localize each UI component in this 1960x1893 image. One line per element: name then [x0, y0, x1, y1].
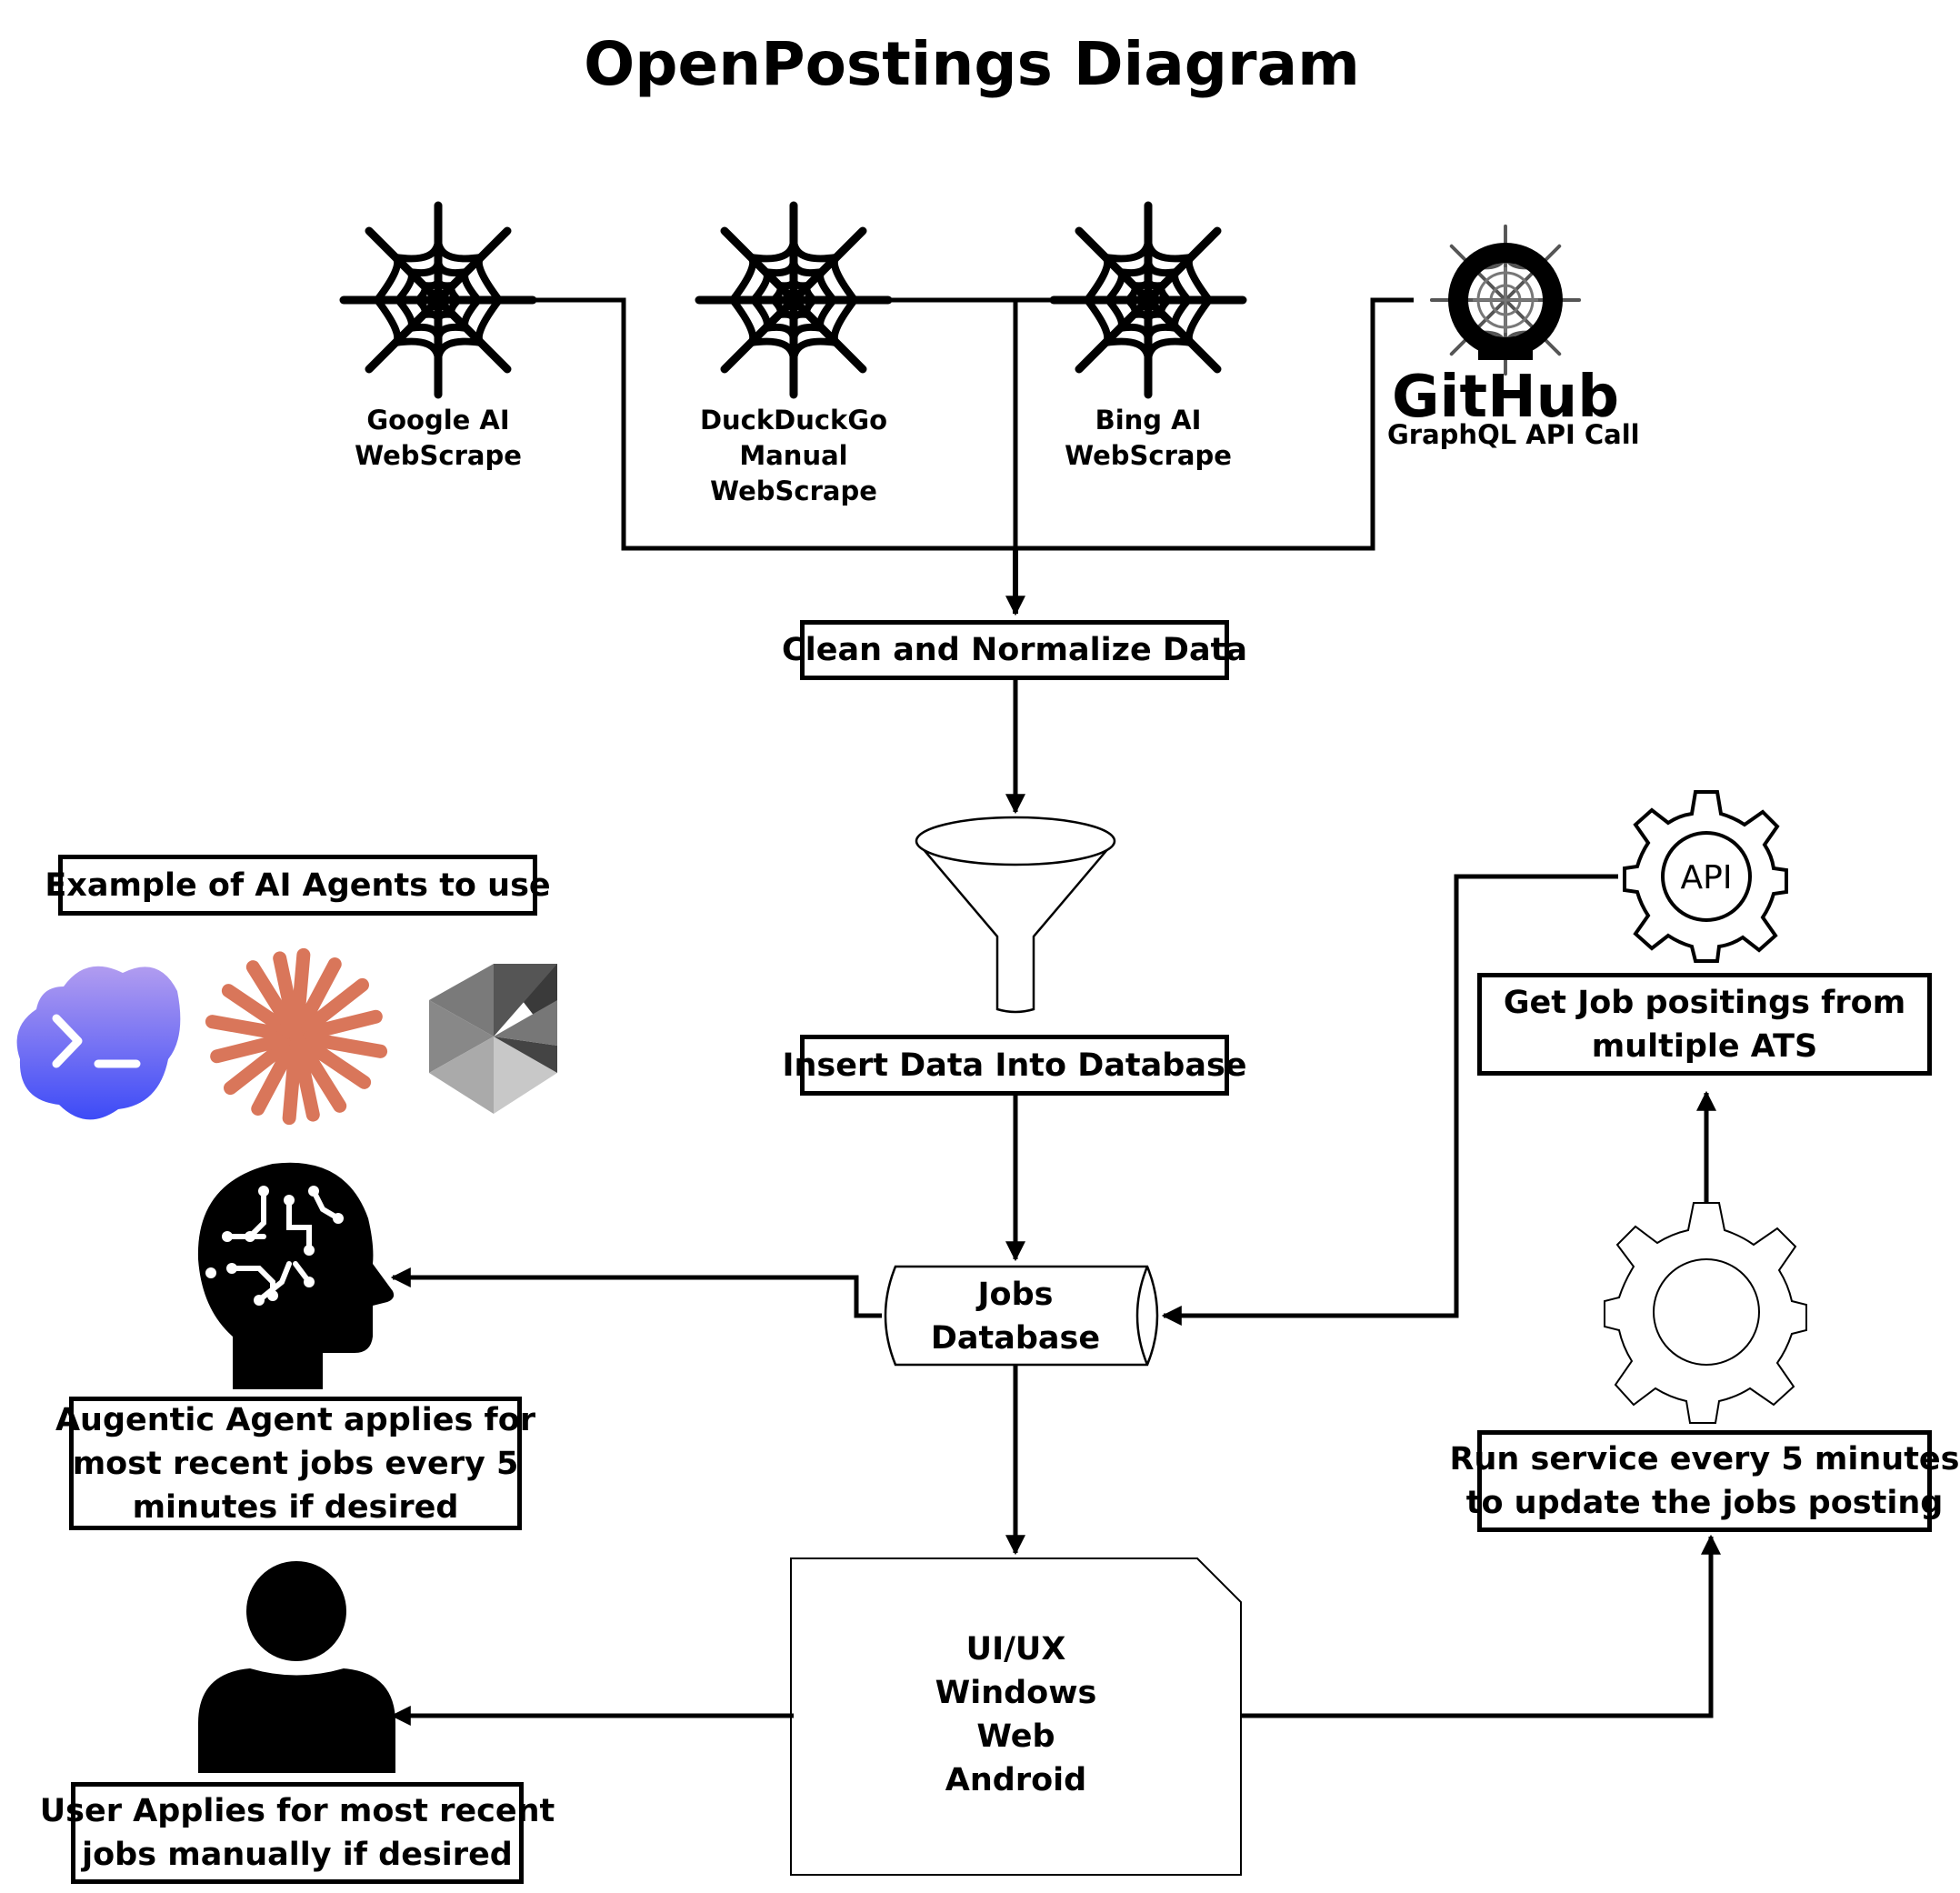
person-icon — [198, 1561, 395, 1773]
source-label-duckduckgo: DuckDuckGo Manual WebScrape — [694, 403, 894, 509]
insert-data-label: Insert Data Into Database — [782, 1047, 1247, 1084]
ats-caption-line: multiple ATS — [1591, 1027, 1818, 1065]
source-label-line: Bing AI — [1095, 405, 1202, 436]
arrow-api-to-database — [1161, 874, 1618, 1326]
source-label-line: Manual — [739, 440, 848, 471]
ats-caption-line: Get Job positings from — [1503, 984, 1906, 1021]
spider-web-icon — [699, 205, 888, 395]
insert-data-box: Insert Data Into Database — [782, 1035, 1247, 1096]
source-label-line: WebScrape — [710, 476, 877, 506]
ui-platforms-label: UI/UX Windows Web Android — [791, 1628, 1241, 1802]
ui-document-shape — [790, 1557, 1242, 1876]
arrow-to-service — [1241, 1534, 1721, 1718]
service-caption-box: Run service every 5 minutes to update th… — [1450, 1430, 1960, 1532]
user-caption-box: User Applies for most recent jobs manual… — [40, 1782, 555, 1884]
user-caption-line: jobs manually if desired — [82, 1837, 513, 1873]
clean-normalize-box: Clean and Normalize Data — [782, 620, 1247, 680]
service-caption-line: Run service every 5 minutes — [1449, 1441, 1960, 1477]
api-gear-icon: API — [1623, 790, 1788, 963]
github-logo-icon: GitHub — [1392, 224, 1619, 431]
ui-platform-line: Windows — [935, 1675, 1097, 1711]
source-label-line: WebScrape — [355, 440, 522, 471]
user-caption-line: User Applies for most recent — [39, 1793, 555, 1829]
funnel-icon — [915, 816, 1116, 1014]
source-label-google: Google AI WebScrape — [347, 403, 529, 474]
jobs-database-shape — [884, 1265, 1159, 1367]
ui-platform-line: UI/UX — [965, 1631, 1066, 1668]
source-label-bing: Bing AI WebScrape — [1057, 403, 1239, 474]
jobs-database-label: Jobs Database — [895, 1273, 1135, 1360]
ats-caption-box: Get Job positings from multiple ATS — [1477, 973, 1932, 1076]
cube-icon — [429, 964, 557, 1114]
database-line: Database — [930, 1320, 1101, 1357]
service-caption-line: to update the jobs posting — [1465, 1485, 1944, 1521]
source-label-github: GraphQL API Call — [1387, 419, 1640, 450]
brain-circuit-head-icon — [197, 1162, 395, 1389]
api-label: API — [1681, 859, 1733, 896]
gear-icon — [1604, 1202, 1807, 1424]
ui-platform-line: Android — [945, 1762, 1087, 1798]
source-label-line: Google AI — [366, 405, 510, 436]
source-label-line: WebScrape — [1065, 440, 1232, 471]
agent-caption-box: Augentic Agent applies for most recent j… — [55, 1397, 535, 1530]
ai-agents-header-label: Example of AI Agents to use — [45, 866, 551, 904]
github-wordmark: GitHub — [1392, 364, 1619, 431]
page-title: OpenPostings Diagram — [584, 29, 1360, 99]
agent-caption-line: Augentic Agent applies for — [55, 1401, 536, 1438]
spider-web-icon — [344, 205, 533, 395]
ui-platform-line: Web — [976, 1718, 1055, 1755]
agent-caption-line: most recent jobs every 5 — [72, 1445, 519, 1482]
source-label-line: DuckDuckGo — [699, 405, 888, 436]
terminal-cloud-icon — [16, 966, 181, 1120]
clean-normalize-label: Clean and Normalize Data — [782, 632, 1247, 668]
ai-agents-header-box: Example of AI Agents to use — [45, 855, 551, 916]
spider-web-icon — [1054, 205, 1243, 395]
agent-caption-line: minutes if desired — [132, 1488, 459, 1526]
arrow-to-agent — [390, 1267, 882, 1318]
starburst-icon — [205, 947, 388, 1126]
source-connectors — [533, 297, 1414, 551]
database-line: Jobs — [977, 1277, 1054, 1313]
